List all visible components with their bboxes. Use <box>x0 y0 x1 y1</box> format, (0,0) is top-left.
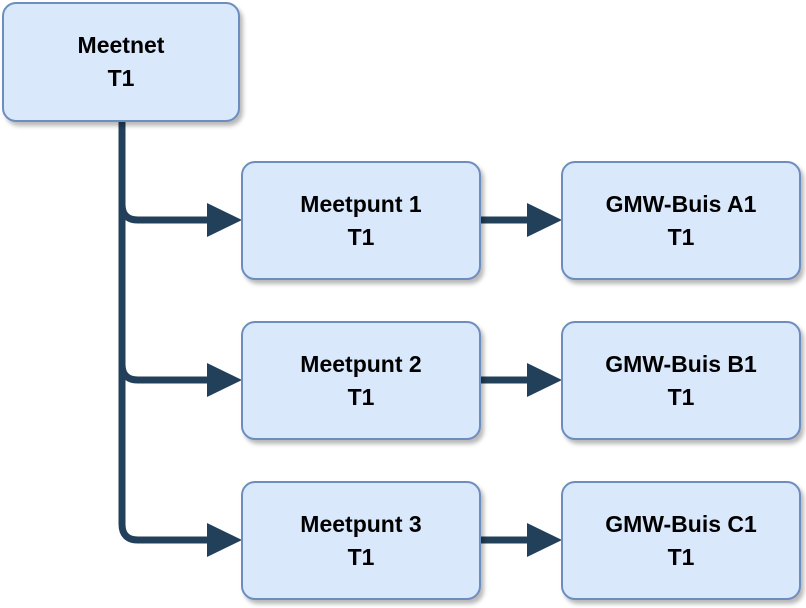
node-meetpunt-2-subtitle: T1 <box>347 383 375 410</box>
node-gmw-buis-b1-title: GMW-Buis B1 <box>605 350 757 377</box>
arrowhead-meetpunt3 <box>207 523 242 557</box>
node-gmw-buis-a1-subtitle: T1 <box>667 223 695 250</box>
node-gmw-buis-a1-title: GMW-Buis A1 <box>605 190 757 217</box>
arrowhead-gmw-c1 <box>527 523 562 557</box>
node-meetpunt-3-title: Meetpunt 3 <box>300 510 422 537</box>
node-meetpunt-3[interactable]: Meetpunt 3 T1 <box>241 481 481 600</box>
node-gmw-buis-b1-subtitle: T1 <box>667 383 695 410</box>
arrowhead-gmw-a1 <box>527 203 562 237</box>
node-gmw-buis-c1[interactable]: GMW-Buis C1 T1 <box>561 481 801 600</box>
node-meetpunt-2-title: Meetpunt 2 <box>300 350 422 377</box>
node-meetnet-subtitle: T1 <box>107 65 135 91</box>
arrowhead-gmw-b1 <box>527 363 562 397</box>
node-gmw-buis-b1[interactable]: GMW-Buis B1 T1 <box>561 321 801 440</box>
node-gmw-buis-c1-title: GMW-Buis C1 <box>605 510 757 537</box>
arrowhead-meetpunt1 <box>207 203 242 237</box>
node-meetpunt-3-subtitle: T1 <box>347 543 375 570</box>
node-meetpunt-1[interactable]: Meetpunt 1 T1 <box>241 161 481 280</box>
edge-root-to-meetpunt2 <box>118 122 210 384</box>
edge-root-to-meetpunt1 <box>118 122 210 224</box>
edge-root-to-meetpunt3 <box>118 122 210 544</box>
node-meetpunt-1-subtitle: T1 <box>347 223 375 250</box>
node-gmw-buis-c1-subtitle: T1 <box>667 543 695 570</box>
node-meetpunt-1-title: Meetpunt 1 <box>300 190 422 217</box>
arrowhead-meetpunt2 <box>207 363 242 397</box>
node-meetpunt-2[interactable]: Meetpunt 2 T1 <box>241 321 481 440</box>
node-meetnet[interactable]: Meetnet T1 <box>2 2 240 122</box>
node-gmw-buis-a1[interactable]: GMW-Buis A1 T1 <box>561 161 801 280</box>
node-meetnet-title: Meetnet <box>77 32 165 58</box>
